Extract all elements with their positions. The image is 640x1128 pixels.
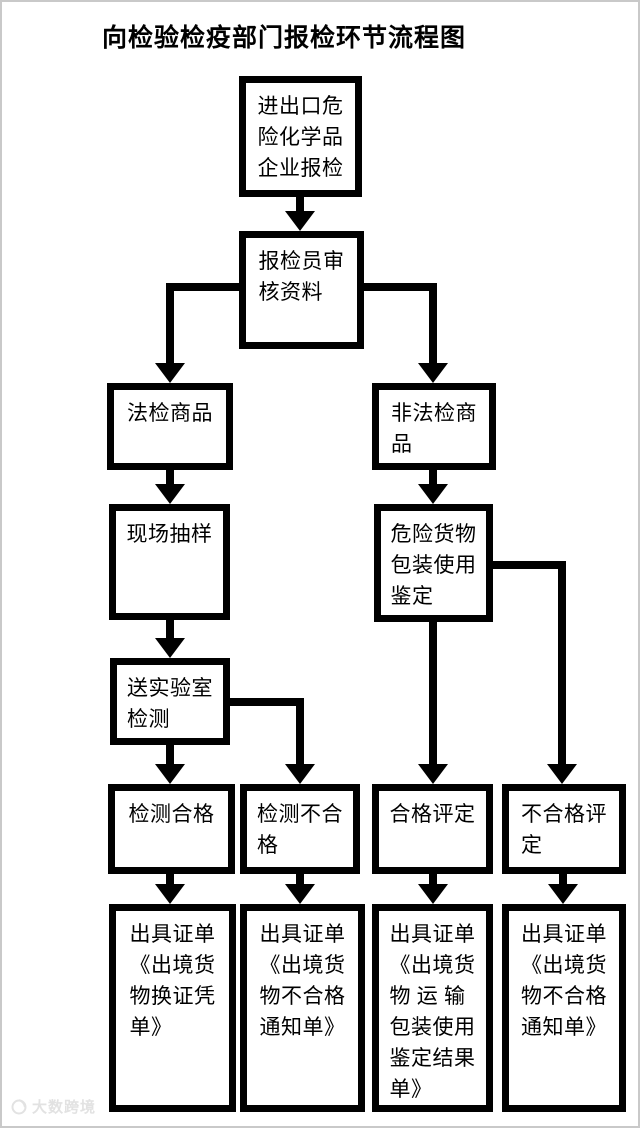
node-certificate-exchange-voucher: 出具证单 《出境货 物换证凭 单》 bbox=[109, 904, 236, 1112]
node-label: 不合格评 定 bbox=[521, 802, 607, 857]
watermark: 大数跨境 bbox=[10, 1096, 96, 1117]
node-label: 合格评定 bbox=[389, 802, 476, 826]
node-label: 检测合格 bbox=[128, 802, 215, 826]
watermark-text: 大数跨境 bbox=[32, 1099, 97, 1116]
node-legal-inspection-goods: 法检商品 bbox=[107, 383, 233, 470]
node-label: 报检员审 核资料 bbox=[258, 249, 345, 304]
node-enterprise-declaration: 进出口危 险化学品 企业报检 bbox=[239, 76, 362, 197]
node-label: 出具证单 《出境货 物换证凭 单》 bbox=[129, 922, 216, 1039]
node-label: 现场抽样 bbox=[126, 522, 213, 546]
node-inspector-review: 报检员审 核资料 bbox=[239, 231, 364, 349]
watermark-logo-icon bbox=[11, 1098, 27, 1114]
node-label: 法检商品 bbox=[127, 401, 213, 425]
node-label: 出具证单 《出境货 物 运 输 包装使用 鉴定结果 单》 bbox=[389, 922, 476, 1101]
node-label: 送实验室 检测 bbox=[127, 676, 213, 731]
node-label: 出具证单 《出境货 物不合格 通知单》 bbox=[259, 922, 346, 1039]
node-conformity-assessment-pass: 合格评定 bbox=[372, 784, 493, 874]
node-conformity-assessment-fail: 不合格评 定 bbox=[502, 784, 626, 874]
node-onsite-sampling: 现场抽样 bbox=[109, 504, 230, 620]
node-certificate-nonconformity-notice-right: 出具证单 《出境货 物不合格 通知单》 bbox=[502, 904, 626, 1112]
page-title: 向检验检疫部门报检环节流程图 bbox=[102, 24, 467, 52]
node-test-failed: 检测不合 格 bbox=[240, 784, 360, 874]
node-non-legal-inspection-goods: 非法检商 品 bbox=[372, 383, 496, 470]
node-label: 检测不合 格 bbox=[257, 802, 343, 857]
node-send-to-laboratory: 送实验室 检测 bbox=[110, 658, 230, 745]
node-dangerous-goods-packaging-appraisal: 危险货物 包装使用 鉴定 bbox=[374, 504, 493, 622]
node-label: 出具证单 《出境货 物不合格 通知单》 bbox=[521, 922, 607, 1039]
node-label: 非法检商 品 bbox=[391, 401, 477, 456]
node-test-passed: 检测合格 bbox=[108, 784, 235, 874]
node-certificate-nonconformity-notice-left: 出具证单 《出境货 物不合格 通知单》 bbox=[240, 904, 365, 1112]
node-label: 危险货物 包装使用 鉴定 bbox=[390, 522, 477, 608]
node-certificate-packaging-appraisal-result: 出具证单 《出境货 物 运 输 包装使用 鉴定结果 单》 bbox=[372, 904, 493, 1112]
node-label: 进出口危 险化学品 企业报检 bbox=[257, 94, 344, 180]
